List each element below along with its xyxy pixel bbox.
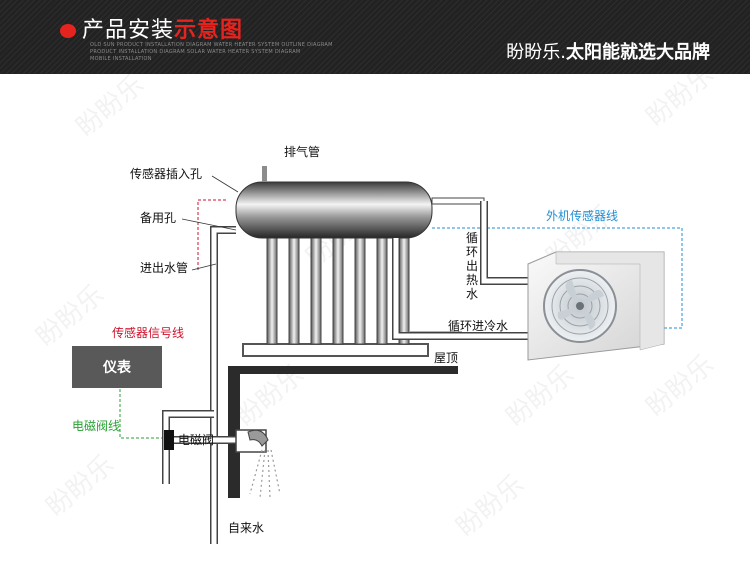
external-sensor-line xyxy=(432,227,683,329)
brand-slogan: 盼盼乐.太阳能就选大品牌 xyxy=(506,38,710,64)
label-circ-hot-out: 循 环 出 热 水 xyxy=(466,231,478,301)
fineprint-line-1: OLD SUN PRODUCT INSTALLATION DIAGRAM WAT… xyxy=(90,42,333,48)
label-spare-hole: 备用孔 xyxy=(140,211,176,225)
label-exhaust-pipe: 排气管 xyxy=(284,144,320,159)
label-circ-hot-out-char: 热 xyxy=(466,273,478,287)
slogan-part2: 太阳能就选大品牌 xyxy=(566,42,710,63)
tube-rack-base xyxy=(242,343,429,357)
label-circ-cold-in: 循环进冷水 xyxy=(448,319,508,333)
vacuum-tube xyxy=(332,231,344,345)
vacuum-tube xyxy=(398,231,410,345)
solenoid-valve-body xyxy=(164,430,174,450)
hot-out-pipe-stub xyxy=(431,197,485,205)
meter-label: 仪表 xyxy=(102,359,132,376)
label-solenoid-valve: 电磁阀 xyxy=(178,432,214,447)
red-dot-icon xyxy=(60,24,76,38)
page-title: 产品安装示意图 xyxy=(82,12,243,44)
solenoid-valve-line xyxy=(119,374,163,439)
water-spray-icon xyxy=(249,449,281,499)
watermark-text: 盼盼乐 xyxy=(71,74,150,143)
title-part2: 示意图 xyxy=(174,18,244,43)
vacuum-tubes xyxy=(266,231,410,345)
fineprint-line-3: MOBILE INSTALLATION xyxy=(90,56,152,62)
vacuum-tube xyxy=(354,231,366,345)
installation-diagram: 盼盼乐 盼盼乐 盼盼乐 盼盼乐 盼盼乐 盼盼乐 盼盼乐 盼盼乐 盼盼乐 盼盼乐 xyxy=(31,74,720,544)
vacuum-tube xyxy=(288,231,300,345)
water-tank xyxy=(235,181,433,239)
label-solenoid-line: 电磁阀线 xyxy=(72,418,120,433)
exhaust-pipe xyxy=(262,166,267,182)
vacuum-tube xyxy=(266,231,278,345)
label-roof: 屋顶 xyxy=(434,351,458,365)
watermark-text: 盼盼乐 xyxy=(451,470,530,543)
title-part1: 产品安装 xyxy=(82,18,175,43)
label-tap-water: 自来水 xyxy=(228,521,264,535)
slogan-part1: 盼盼乐. xyxy=(506,42,566,63)
vacuum-tube xyxy=(376,231,388,345)
label-circ-hot-out-char: 环 xyxy=(466,245,478,259)
vacuum-tube xyxy=(310,231,322,345)
watermark-text: 盼盼乐 xyxy=(641,74,720,133)
shower-head-icon xyxy=(247,429,269,447)
label-circ-hot-out-char: 循 xyxy=(466,231,478,245)
outdoor-unit xyxy=(527,251,665,361)
watermark-text: 盼盼乐 xyxy=(31,280,110,353)
fineprint-line-2: PRODUCT INSTALLATION DIAGRAM SOLAR WATER… xyxy=(90,49,301,55)
label-inout-pipe: 进出水管 xyxy=(140,260,188,275)
label-circ-hot-out-char: 出 xyxy=(466,259,478,273)
label-sensor-hole: 传感器插入孔 xyxy=(130,166,202,181)
watermark-text: 盼盼乐 xyxy=(641,350,720,423)
sensor-signal-line xyxy=(197,199,228,270)
label-sensor-signal-line: 传感器信号线 xyxy=(112,325,184,340)
header-banner: 产品安装示意图 OLD SUN PRODUCT INSTALLATION DIA… xyxy=(0,0,750,74)
watermark-text: 盼盼乐 xyxy=(501,360,580,433)
watermark-text: 盼盼乐 xyxy=(41,450,120,523)
label-external-sensor-line: 外机传感器线 xyxy=(546,208,618,223)
meter-box xyxy=(72,346,162,388)
label-circ-hot-out-char: 水 xyxy=(466,287,478,301)
